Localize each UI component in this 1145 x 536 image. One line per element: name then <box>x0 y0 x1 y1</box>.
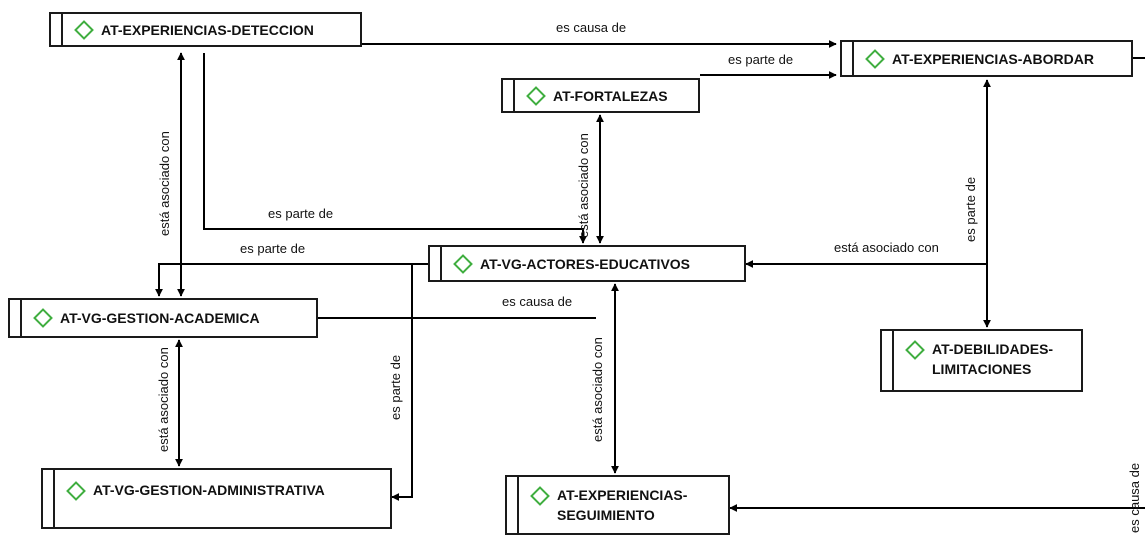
diamond-icon <box>530 486 550 506</box>
edge-detec-actores <box>203 53 587 244</box>
node-content: AT-VG-GESTION-ADMINISTRATIVA <box>65 470 382 527</box>
node-content: AT-VG-GESTION-ACADEMICA <box>32 300 308 336</box>
node-experiencias-seguimiento[interactable]: AT-EXPERIENCIAS- SEGUIMIENTO <box>505 475 730 535</box>
node-experiencias-deteccion[interactable]: AT-EXPERIENCIAS-DETECCION <box>49 12 362 47</box>
node-label: AT-EXPERIENCIAS-DETECCION <box>101 21 314 38</box>
node-label: AT-FORTALEZAS <box>553 87 668 104</box>
diamond-icon <box>865 48 885 69</box>
diamond-icon <box>526 85 546 106</box>
node-content: AT-EXPERIENCIAS- SEGUIMIENTO <box>529 477 720 533</box>
edge-label-academica-administrativa: está asociado con <box>156 347 171 452</box>
node-actores-educativos[interactable]: AT-VG-ACTORES-EDUCATIVOS <box>428 245 746 282</box>
node-label: AT-DEBILIDADES- LIMITACIONES <box>932 341 1054 377</box>
node-bar <box>43 470 55 527</box>
edge-actores-administrativa <box>391 264 413 501</box>
edge-label-right-seguimiento: es causa de <box>1127 462 1142 533</box>
edge-label-detec-academica: está asociado con <box>157 131 172 236</box>
node-label: AT-VG-GESTION-ADMINISTRATIVA <box>93 482 325 498</box>
node-content: AT-EXPERIENCIAS-ABORDAR <box>864 42 1123 75</box>
node-content: AT-EXPERIENCIAS-DETECCION <box>73 14 352 45</box>
edge-actores-academica <box>155 263 428 297</box>
node-fortalezas[interactable]: AT-FORTALEZAS <box>501 78 700 113</box>
node-experiencias-abordar[interactable]: AT-EXPERIENCIAS-ABORDAR <box>840 40 1133 77</box>
edge-label-actores-academica: es parte de <box>240 241 306 256</box>
edge-label-abordar-debilidades: es parte de <box>963 176 978 242</box>
node-bar <box>507 477 519 533</box>
node-bar <box>503 80 515 111</box>
node-debilidades-limitaciones[interactable]: AT-DEBILIDADES- LIMITACIONES <box>880 329 1083 392</box>
edge-label-detec-abordar: es causa de <box>556 20 627 35</box>
diamond-icon <box>74 19 94 40</box>
node-label: AT-EXPERIENCIAS- SEGUIMIENTO <box>557 487 688 523</box>
node-bar <box>842 42 854 75</box>
node-label: AT-VG-ACTORES-EDUCATIVOS <box>480 255 691 272</box>
node-gestion-administrativa[interactable]: AT-VG-GESTION-ADMINISTRATIVA <box>41 468 392 529</box>
edge-label-fort-actores: está asociado con <box>576 133 591 238</box>
node-content: AT-VG-ACTORES-EDUCATIVOS <box>452 247 736 280</box>
node-label: AT-EXPERIENCIAS-ABORDAR <box>892 50 1094 67</box>
edge-label-actores-seguimiento: está asociado con <box>590 337 605 442</box>
node-content: AT-DEBILIDADES- LIMITACIONES <box>904 331 1073 390</box>
edge-label-actores-administrativa: es parte de <box>388 354 403 420</box>
edge-label-fort-abordar: es parte de <box>728 52 794 67</box>
node-bar <box>51 14 63 45</box>
edge-label-detec-actores: es parte de <box>268 206 334 221</box>
node-bar <box>430 247 442 280</box>
diamond-icon <box>33 308 53 328</box>
diamond-icon <box>905 340 925 360</box>
node-gestion-academica[interactable]: AT-VG-GESTION-ACADEMICA <box>8 298 318 338</box>
edge-label-abordar-actores: está asociado con <box>834 240 939 255</box>
diamond-icon <box>66 481 86 501</box>
edge-label-academica-actores: es causa de <box>502 294 573 309</box>
node-label: AT-VG-GESTION-ACADEMICA <box>60 310 260 326</box>
node-content: AT-FORTALEZAS <box>525 80 690 111</box>
diamond-icon <box>453 253 473 274</box>
node-bar <box>882 331 894 390</box>
node-bar <box>10 300 22 336</box>
